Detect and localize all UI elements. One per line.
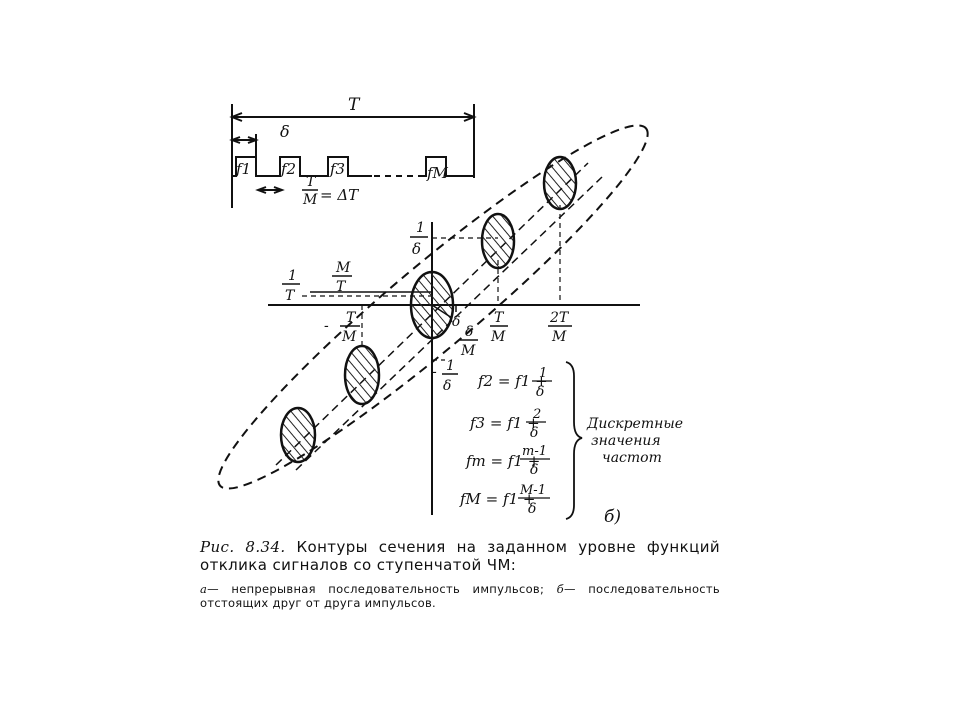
- eq-4-lhs: fM = f1 +: [459, 490, 535, 508]
- M-over-T-num: M: [335, 260, 351, 276]
- neg-T-over-M-num: T: [346, 310, 357, 326]
- caption-a-text: — непрерывная последовательность импульс…: [207, 582, 545, 596]
- pulse-label-f3: f3: [329, 160, 345, 178]
- T-over-M-den: M: [490, 329, 506, 345]
- twoT-over-M-den: M: [551, 329, 567, 345]
- one-over-delta-num: 1: [416, 220, 425, 236]
- brace: [565, 361, 583, 520]
- figure-caption-legend: а— непрерывная последовательность импуль…: [200, 582, 720, 610]
- panel-label: б): [604, 507, 621, 527]
- T-over-M-num: T: [494, 310, 505, 326]
- pulse-label-f2: f2: [280, 160, 296, 178]
- M-over-T-den: T: [336, 279, 347, 295]
- hatched-contours: [279, 155, 578, 464]
- eq-1-den: δ: [536, 384, 544, 400]
- eq-4-den: δ: [528, 501, 536, 517]
- brace-note-line-3: частот: [602, 450, 662, 466]
- eq-3-den: δ: [530, 462, 538, 478]
- eq-2-num: 2: [532, 407, 541, 422]
- neg-one-over-delta-sign: -: [432, 364, 437, 380]
- step-label-num: T: [306, 174, 317, 190]
- one-over-T-den: T: [285, 288, 296, 304]
- caption-b-letter: б: [556, 582, 564, 596]
- step-label-eq: = ΔT: [320, 186, 359, 204]
- eq-2-lhs: f3 = f1 +: [469, 414, 540, 432]
- eq-4-num: M-1: [519, 483, 546, 498]
- eq-3-num: m-1: [522, 444, 547, 459]
- outer-contour: [217, 124, 649, 490]
- step-label-den: M: [302, 192, 318, 208]
- eq-1-lhs: f2 = f1 +: [477, 372, 548, 390]
- delta-mark: δ: [452, 314, 460, 330]
- delta-over-M-num: δ: [465, 324, 473, 340]
- eq-2-den: δ: [530, 425, 538, 441]
- period-label: T: [348, 95, 361, 115]
- caption-a-letter: а: [200, 582, 208, 596]
- one-over-T-num: 1: [288, 268, 297, 284]
- caption-b-text: — последовательность отстоящих друг от д…: [200, 582, 720, 610]
- delta-over-M-den: M: [460, 343, 476, 359]
- equation-list: f2 = f1 + 1 δ f3 = f1 + 2 δ fm = f1 + m-…: [459, 366, 552, 517]
- neg-one-over-delta-num: 1: [446, 358, 455, 374]
- pulse-label-fM: fM: [426, 164, 449, 182]
- eq-1-num: 1: [539, 366, 547, 381]
- pulse-waveform: [229, 104, 477, 208]
- one-over-delta-den: δ: [412, 240, 421, 258]
- delta-label: δ: [280, 122, 290, 141]
- eq-3-lhs: fm = f1 +: [465, 452, 540, 470]
- pulse-label-f1: f1: [235, 160, 251, 178]
- caption-prefix: Рис. 8.34.: [200, 538, 286, 556]
- brace-note-line-2: значения: [591, 433, 661, 449]
- caption-line-1: Контуры сечения на заданном уровне функц…: [200, 538, 721, 574]
- neg-T-over-M-den: M: [341, 329, 357, 345]
- twoT-over-M-num: 2T: [549, 310, 570, 326]
- brace-note-line-1: Дискретные: [586, 416, 683, 432]
- neg-T-over-M-sign: -: [324, 318, 329, 334]
- neg-one-over-delta-den: δ: [443, 378, 451, 394]
- figure-caption: Рис. 8.34. Контуры сечения на заданном у…: [200, 538, 720, 574]
